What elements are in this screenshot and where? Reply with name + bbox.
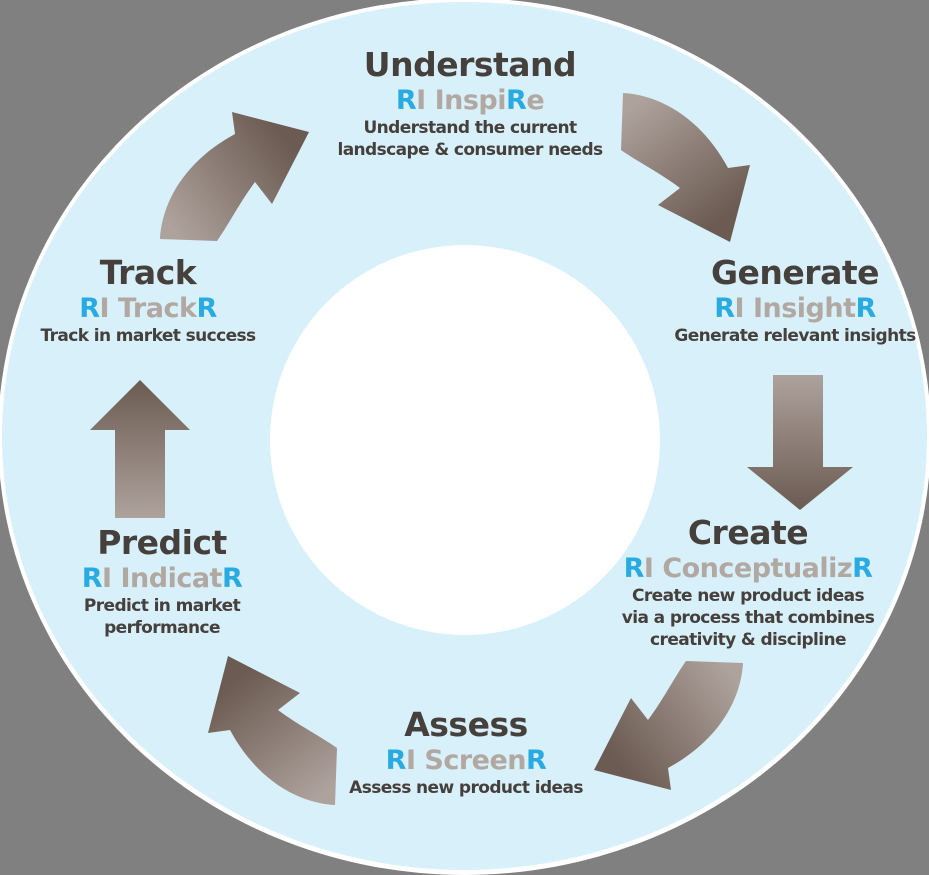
desc-line: via a process that combines xyxy=(621,608,875,629)
product-letter-r: R xyxy=(79,292,100,324)
stage-understand: Understand RI InspiRe Understand the cur… xyxy=(337,45,603,162)
stage-generate: Generate RI InsightR Generate relevant i… xyxy=(674,253,916,348)
product-name: RI ScreenR xyxy=(349,745,583,777)
stage-assess: Assess RI ScreenR Assess new product ide… xyxy=(349,706,583,800)
product-mid: I Conceptualiz xyxy=(643,552,853,584)
product-letter-r: R xyxy=(81,562,103,594)
desc-line: Create new product ideas xyxy=(631,586,865,607)
product-letter-r: R xyxy=(714,292,735,324)
up-arrow-predict-to-track-icon xyxy=(90,380,190,518)
product-letter-r: R xyxy=(395,84,417,116)
curved-arrow-assess-to-predict-icon xyxy=(208,656,337,805)
stage-heading: Predict xyxy=(97,523,227,562)
stage-description: Track in market success xyxy=(40,326,256,348)
curved-arrow-create-to-assess-icon xyxy=(594,661,743,790)
product-name: RI TrackR xyxy=(40,293,255,325)
desc-line: Generate relevant insights xyxy=(674,326,916,347)
stage-heading: Understand xyxy=(363,45,577,84)
stage-predict: Predict RI IndicatR Predict in market pe… xyxy=(82,524,243,640)
stage-heading: Create xyxy=(687,513,809,552)
down-arrow-generate-to-create-icon xyxy=(747,375,853,510)
product-mid: I Track xyxy=(99,292,197,324)
product-letter-r: R xyxy=(196,292,217,324)
product-mid: I Screen xyxy=(405,744,527,776)
desc-line: Assess new product ideas xyxy=(349,778,583,799)
product-mid: I Inspi xyxy=(416,84,507,116)
product-mid: I Indicat xyxy=(102,562,222,594)
product-name: RI IndicatR xyxy=(82,563,243,595)
stage-description: Create new product ideas via a process t… xyxy=(621,586,875,651)
product-letter-r: R xyxy=(623,552,645,584)
product-name: RI InspiRe xyxy=(337,85,602,117)
product-letter-r: R xyxy=(385,744,407,776)
stage-description: Predict in market performance xyxy=(82,596,243,640)
product-letter-r: R xyxy=(526,744,547,776)
product-letter-r: R xyxy=(855,292,877,324)
curved-arrow-understand-to-generate-icon xyxy=(621,93,750,242)
stage-create: Create RI ConceptualizR Create new produ… xyxy=(621,513,875,652)
stage-description: Generate relevant insights xyxy=(674,326,916,348)
stage-track: Track RI TrackR Track in market success xyxy=(40,253,256,348)
desc-line: Track in market success xyxy=(40,326,256,347)
desc-line: Predict in market xyxy=(83,596,241,617)
product-mid: I Insight xyxy=(734,292,857,324)
desc-line: performance xyxy=(104,618,220,639)
product-name: RI InsightR xyxy=(674,293,915,325)
stage-heading: Track xyxy=(99,253,197,292)
product-letter-r: R xyxy=(852,552,873,584)
stage-description: Understand the current landscape & consu… xyxy=(337,118,603,162)
curved-arrow-track-to-understand-icon xyxy=(160,112,309,241)
center-circle xyxy=(270,245,660,635)
product-letter-r: R xyxy=(221,562,243,594)
desc-line: Understand the current xyxy=(363,118,577,139)
desc-line: creativity & discipline xyxy=(650,629,846,650)
stage-heading: Generate xyxy=(710,253,880,292)
product-letter-r: R xyxy=(506,84,527,116)
product-name: RI ConceptualizR xyxy=(622,553,874,585)
stage-heading: Assess xyxy=(404,705,528,744)
product-tail: e xyxy=(526,84,545,116)
stage-description: Assess new product ideas xyxy=(349,778,583,800)
desc-line: landscape & consumer needs xyxy=(337,140,603,161)
